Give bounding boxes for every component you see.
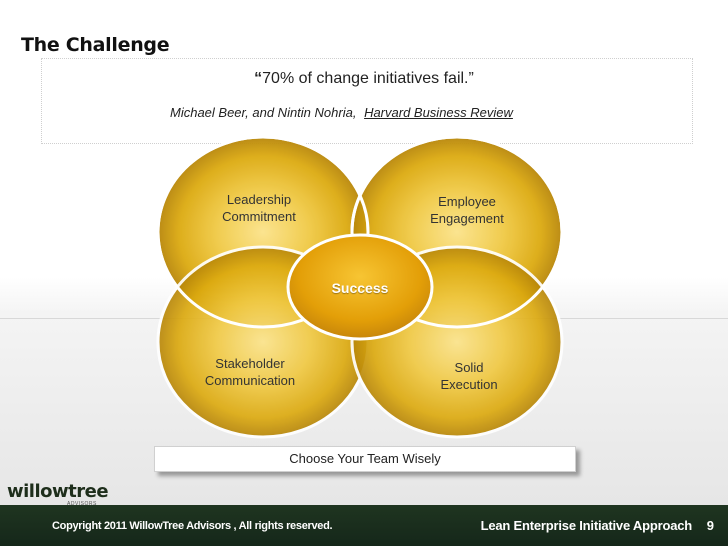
slide-title: The Challenge <box>21 34 170 56</box>
venn-circle-leadership-outline <box>156 135 370 329</box>
copyright-text: Copyright 2011 WillowTree Advisors , All… <box>52 520 333 532</box>
venn-label-leadership: Leadership Commitment <box>200 191 318 225</box>
quote-source-link[interactable]: Harvard Business Review <box>364 105 513 120</box>
footer-bar <box>0 505 728 546</box>
venn-label-line: Communication <box>204 373 296 388</box>
venn-label-line: Commitment <box>222 209 296 224</box>
venn-label-communication: Stakeholder Communication <box>190 355 310 389</box>
caption-box: Choose Your Team Wisely <box>154 446 576 472</box>
venn-label-execution: Solid Execution <box>410 359 528 393</box>
quote-attribution: Michael Beer, and Nintin Nohria, Harvard… <box>170 105 513 120</box>
quote-authors: Michael Beer, and Nintin Nohria, <box>170 105 357 120</box>
venn-label-line: Leadership <box>226 192 292 207</box>
quote-box <box>41 58 693 144</box>
venn-label-line: Employee <box>438 194 496 209</box>
logo-text: willowtree <box>7 481 109 502</box>
company-logo: willowtree ADVISORS <box>7 481 109 507</box>
logo-subtext: ADVISORS <box>67 501 97 507</box>
quote-statement: 70% of change initiatives fail.” <box>262 70 474 87</box>
venn-label-line: Execution <box>440 377 498 392</box>
venn-label-engagement: Employee Engagement <box>408 193 526 227</box>
quote-open-mark: “ <box>254 70 263 87</box>
venn-label-line: Engagement <box>430 211 504 226</box>
venn-label-line: Solid <box>454 360 484 375</box>
venn-center-label: Success <box>331 280 389 296</box>
deck-title: Lean Enterprise Initiative Approach <box>480 518 693 533</box>
venn-label-line: Stakeholder <box>215 356 285 371</box>
quote-text: “70% of change initiatives fail.” <box>0 70 728 88</box>
venn-center-success <box>286 233 434 341</box>
venn-circle-engagement-outline <box>350 135 564 329</box>
page-number: 9 <box>706 518 714 533</box>
